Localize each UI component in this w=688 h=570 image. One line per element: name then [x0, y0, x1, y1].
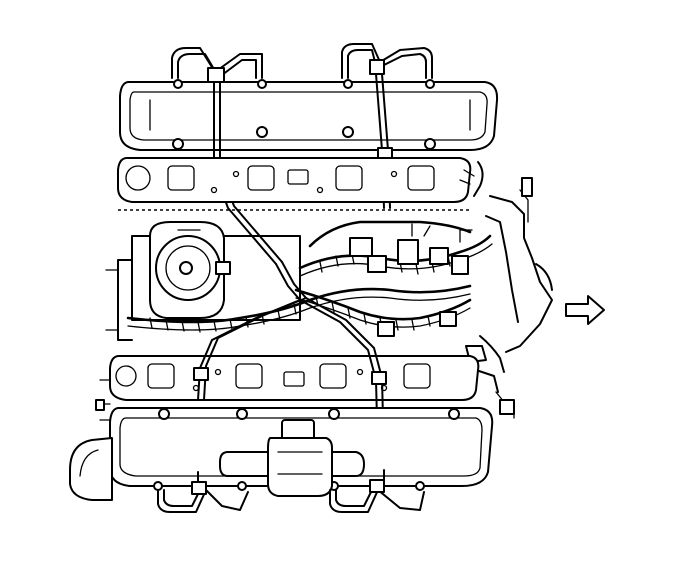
lower-injector-loops: [157, 469, 425, 513]
exhaust-elbow: [69, 437, 113, 501]
upper-cover-bolts: [172, 79, 436, 150]
lower-cover-bolts: [153, 408, 460, 491]
engine-block: [105, 221, 301, 341]
upper-valve-cover: [119, 79, 499, 151]
lower-injector-lines: [193, 261, 387, 461]
fuel-filter: [219, 419, 365, 497]
arrow-right-icon: [565, 295, 605, 325]
upper-intake-gasket: [117, 157, 472, 203]
